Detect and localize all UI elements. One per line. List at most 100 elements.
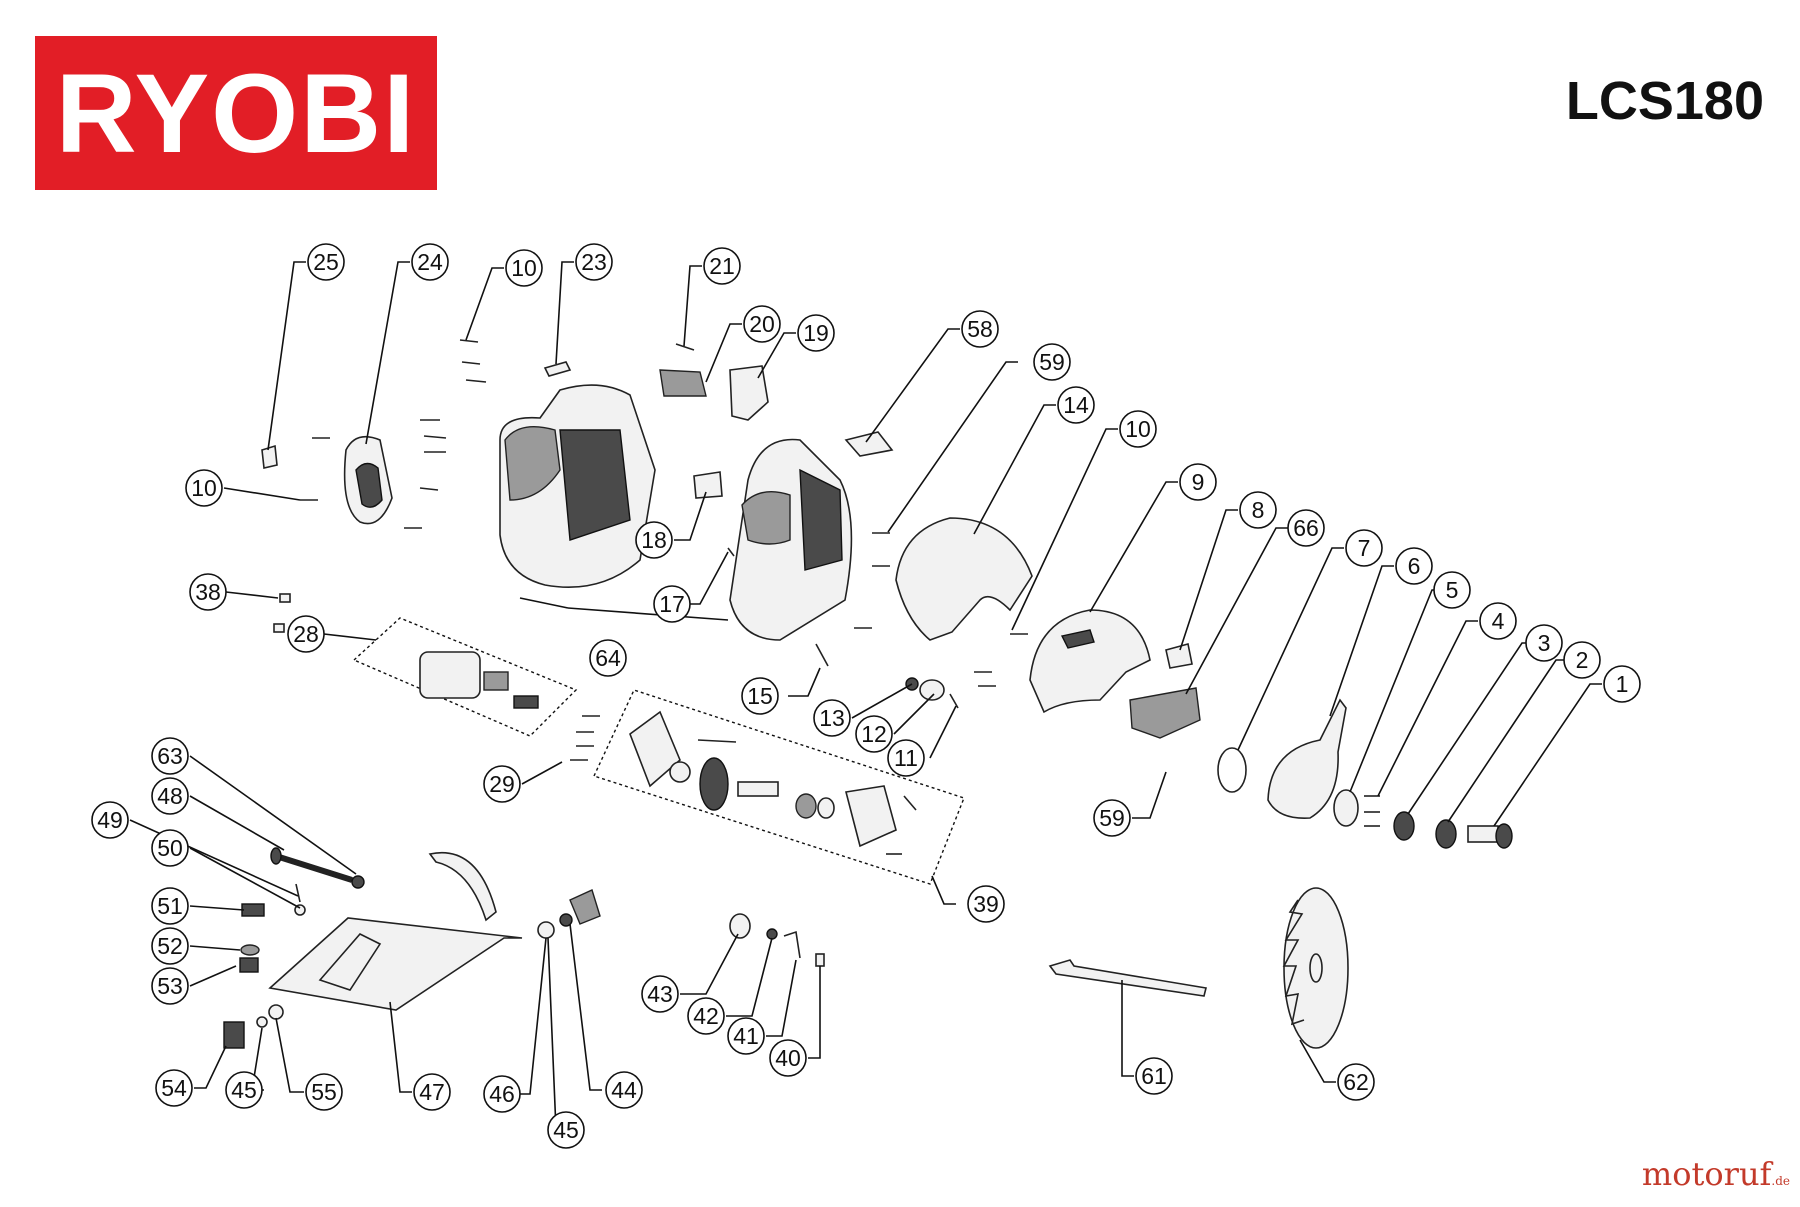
callout-circle <box>155 1069 193 1107</box>
part-58-label <box>844 431 894 457</box>
callout-circle <box>703 247 741 285</box>
callout-circle <box>189 573 227 611</box>
callout-c46: 46 <box>483 1075 521 1113</box>
callout-circle <box>483 1075 521 1113</box>
callout-number: 10 <box>191 475 217 501</box>
callout-circle <box>1119 410 1157 448</box>
callout-c51: 51 <box>151 887 189 925</box>
callout-c14: 14 <box>1057 386 1095 424</box>
callout-c49: 49 <box>91 801 129 839</box>
callout-c58: 58 <box>961 310 999 348</box>
part-3-washer <box>1393 811 1415 841</box>
callout-circle <box>151 967 189 1005</box>
callout-circle <box>741 677 779 715</box>
callout-circle <box>635 521 673 559</box>
part-1-bolt <box>1467 823 1513 849</box>
callout-number: 23 <box>581 249 607 275</box>
part-40-43-small-parts <box>729 913 825 967</box>
callout-c45b: 45 <box>547 1111 585 1149</box>
callout-c8: 8 <box>1239 491 1277 529</box>
callout-circle <box>547 1111 585 1149</box>
part-23-plate <box>543 361 572 377</box>
callout-number: 59 <box>1039 349 1065 375</box>
callout-circle <box>653 585 691 623</box>
part-9-lower-guard <box>1029 609 1151 714</box>
part-19-trigger <box>729 365 769 421</box>
part-59-screws-upper <box>854 532 1028 687</box>
callout-circle <box>1563 641 1601 679</box>
callout-c63: 63 <box>151 737 189 775</box>
callout-circle <box>505 249 543 287</box>
brand-logo: RYOBI <box>35 36 437 190</box>
callout-c29: 29 <box>483 765 521 803</box>
callout-c43: 43 <box>641 975 679 1013</box>
callout-number: 53 <box>157 973 183 999</box>
callout-c44: 44 <box>605 1071 643 1109</box>
part-64-housing-left <box>499 384 656 588</box>
callout-number: 29 <box>489 771 515 797</box>
callout-circle <box>641 975 679 1013</box>
callout-c3: 3 <box>1525 624 1563 662</box>
callout-c23: 23 <box>575 243 613 281</box>
callout-circle <box>1287 509 1325 547</box>
callout-number: 2 <box>1576 647 1589 673</box>
callout-number: 42 <box>693 1003 719 1029</box>
callout-circle <box>1135 1057 1173 1095</box>
callout-c4: 4 <box>1479 602 1517 640</box>
callout-circle <box>1603 665 1641 703</box>
part-24-side-cap <box>343 435 393 525</box>
callout-circle <box>1345 529 1383 567</box>
callout-circle <box>483 765 521 803</box>
part-46-44-45-front-knob <box>537 889 601 939</box>
callout-number: 20 <box>749 311 775 337</box>
callout-circle <box>307 243 345 281</box>
callout-c42: 42 <box>687 997 725 1035</box>
callout-number: 46 <box>489 1081 515 1107</box>
part-47-base-plate <box>268 852 523 1011</box>
brand-name: RYOBI <box>55 50 417 176</box>
callout-c52: 52 <box>151 927 189 965</box>
part-61-hex-wrench <box>1048 959 1207 997</box>
callout-c25: 25 <box>307 243 345 281</box>
callout-number: 63 <box>157 743 183 769</box>
callout-circle <box>575 243 613 281</box>
part-14-upper-guard <box>895 517 1033 641</box>
callout-circle <box>605 1071 643 1109</box>
callout-circle <box>797 314 835 352</box>
callout-number: 15 <box>747 683 773 709</box>
callout-number: 1 <box>1616 671 1629 697</box>
part-21-screw <box>675 343 695 351</box>
callout-number: 21 <box>709 253 735 279</box>
callout-c1: 1 <box>1603 665 1641 703</box>
watermark-suffix: .de <box>1771 1174 1790 1188</box>
callout-number: 9 <box>1192 469 1205 495</box>
callout-number: 3 <box>1538 630 1551 656</box>
callout-circle <box>305 1073 343 1111</box>
part-38-brush <box>273 593 291 633</box>
callout-number: 45 <box>231 1077 257 1103</box>
callout-c21: 21 <box>703 247 741 285</box>
callout-circle <box>1239 491 1277 529</box>
callout-circle <box>151 777 189 815</box>
callout-c54: 54 <box>155 1069 193 1107</box>
callout-circle <box>1395 547 1433 585</box>
callout-number: 14 <box>1063 392 1089 418</box>
callout-circle <box>185 469 223 507</box>
callout-number: 25 <box>313 249 339 275</box>
callout-number: 10 <box>511 255 537 281</box>
part-20-switch-cover <box>659 369 707 397</box>
callout-c9: 9 <box>1179 463 1217 501</box>
logo-background <box>35 36 437 190</box>
callout-circle <box>589 639 627 677</box>
part-39-gearbox-assembly <box>593 689 965 885</box>
callout-circle <box>225 1071 263 1109</box>
callout-number: 13 <box>819 705 845 731</box>
logo-badge <box>35 36 437 190</box>
callout-number: 55 <box>311 1079 337 1105</box>
callout-circle <box>687 997 725 1035</box>
callout-c12: 12 <box>855 715 893 753</box>
callout-number: 39 <box>973 891 999 917</box>
callout-number: 5 <box>1446 577 1459 603</box>
part-8-label <box>1165 643 1193 669</box>
leader-lines <box>129 261 1602 1131</box>
